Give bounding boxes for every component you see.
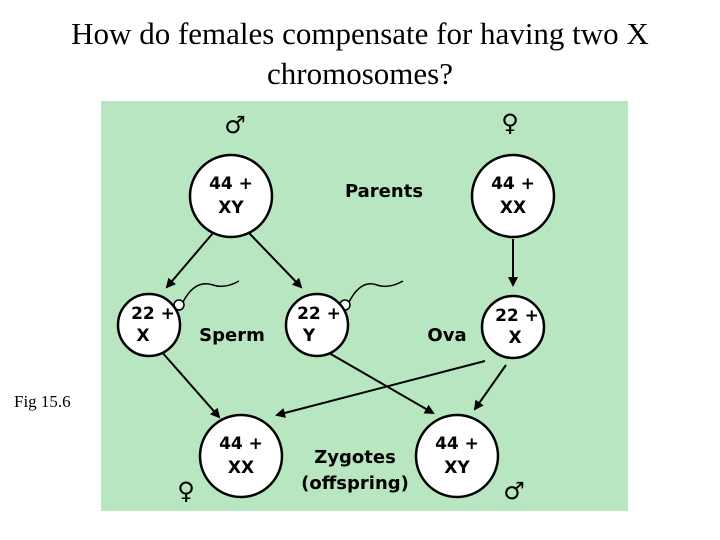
label-ova: Ova (427, 325, 466, 346)
node-sex: X (136, 326, 149, 346)
female-symbol-icon: ♀ (177, 477, 195, 505)
node-count: 44 + (219, 434, 263, 454)
node-count: 44 + (491, 174, 535, 194)
arrow-sperm-x-to-zygote-xx (160, 350, 221, 419)
arrow-male-to-sperm-y (248, 232, 303, 289)
node-parent-male: 44 + XY (188, 153, 274, 239)
sperm-y-tail-icon (348, 280, 404, 303)
sperm-x-tail-icon (182, 280, 240, 303)
slide-title-line-2: chromosomes? (267, 56, 453, 91)
female-symbol-icon: ♀ (501, 109, 519, 137)
node-count: 22 + (131, 304, 175, 324)
slide-title-line-1: How do females compensate for having two… (71, 16, 649, 51)
label-zygotes: Zygotes (314, 447, 396, 468)
node-sex: XX (500, 198, 526, 218)
arrow-ovum-to-zygote-xx (275, 360, 486, 418)
arrow-sperm-y-to-zygote-xy (328, 352, 435, 414)
node-count: 22 + (495, 306, 539, 326)
label-offspring: (offspring) (301, 473, 409, 494)
node-zygote-female: 44 + XX (198, 413, 284, 499)
label-parents: Parents (345, 181, 423, 202)
node-sex: Y (302, 326, 316, 346)
node-zygote-male: 44 + XY (414, 413, 500, 499)
male-symbol-icon: ♂ (503, 477, 525, 505)
node-sex: XY (444, 458, 470, 478)
slide-title: How do females compensate for having two… (0, 14, 720, 94)
node-sex: XX (228, 458, 254, 478)
male-symbol-icon: ♂ (224, 111, 246, 139)
node-parent-female: 44 + XX (470, 153, 556, 239)
figure-caption: Fig 15.6 (14, 392, 71, 411)
arrow-male-to-sperm-x (165, 232, 214, 289)
node-sex: XY (218, 198, 244, 218)
sex-determination-diagram: ♂ ♀ ♀ ♂ 44 + XY 44 + XX 22 + X 22 + Y (101, 101, 628, 511)
node-count: 44 + (435, 434, 479, 454)
node-sperm-x: 22 + X (116, 292, 182, 358)
node-count: 22 + (297, 304, 341, 324)
node-sperm-y: 22 + Y (284, 292, 350, 358)
node-sex: X (508, 328, 521, 348)
label-sperm: Sperm (199, 325, 265, 346)
arrow-ovum-to-zygote-xy (473, 364, 507, 411)
node-ovum-x: 22 + X (480, 294, 546, 360)
node-count: 44 + (209, 174, 253, 194)
